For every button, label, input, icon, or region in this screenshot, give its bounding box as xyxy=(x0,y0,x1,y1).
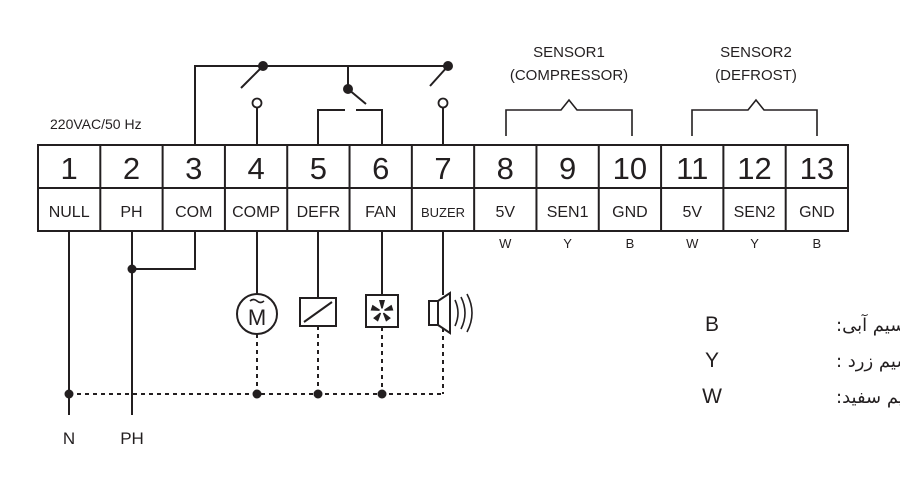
terminal-label: FAN xyxy=(365,204,396,221)
wire-color-letter: W xyxy=(499,236,512,251)
sensor2-title: SENSOR2 xyxy=(720,44,792,61)
terminal-label: SEN2 xyxy=(734,204,776,221)
supply-label: 220VAC/50 Hz xyxy=(50,116,142,132)
legend-code: Y xyxy=(705,349,719,372)
wire-color-letter: B xyxy=(626,236,635,251)
terminal-number: 13 xyxy=(800,151,834,186)
legend-code: B xyxy=(705,313,719,336)
terminal-label: COMP xyxy=(232,204,280,221)
wire-color-letter: Y xyxy=(563,236,572,251)
terminal-number: 3 xyxy=(185,151,202,186)
terminal-number: 7 xyxy=(434,151,451,186)
terminal-number: 4 xyxy=(247,151,264,186)
sensor2-brace: SENSOR2 (DEFROST) xyxy=(691,44,818,136)
legend-meaning: سیم زرد : xyxy=(836,351,900,372)
wire-color-letter: B xyxy=(813,236,822,251)
legend-code: W xyxy=(702,385,722,408)
wire-color-legend: B سیم آبی: Y سیم زرد : W سیم سفید: xyxy=(702,313,900,408)
motor-icon: M xyxy=(236,293,278,335)
terminal-number: 6 xyxy=(372,151,389,186)
buzzer-icon xyxy=(428,291,473,335)
relay-contacts xyxy=(194,61,453,145)
terminal-number: 1 xyxy=(61,151,78,186)
phase-label: PH xyxy=(120,429,144,448)
terminal-label: NULL xyxy=(49,204,90,221)
wire-color-letter: W xyxy=(686,236,699,251)
terminal-label: SEN1 xyxy=(547,204,589,221)
terminal-number: 5 xyxy=(310,151,327,186)
sensor1-title: SENSOR1 xyxy=(533,44,605,61)
terminal-label: BUZER xyxy=(421,205,465,220)
terminal-label: 5V xyxy=(496,204,516,221)
terminal-label: DEFR xyxy=(297,204,341,221)
mains-wiring xyxy=(68,231,196,415)
neutral-label: N xyxy=(63,429,75,448)
terminal-label: PH xyxy=(120,204,142,221)
sensor1-subtitle: (COMPRESSOR) xyxy=(510,67,628,84)
sensor1-brace: SENSOR1 (COMPRESSOR) xyxy=(505,44,633,136)
terminal-number: 12 xyxy=(737,151,771,186)
load-wiring xyxy=(64,231,444,399)
terminal-number: 11 xyxy=(676,151,708,186)
terminal-number: 8 xyxy=(497,151,514,186)
terminal-label: GND xyxy=(799,204,835,221)
terminal-label: GND xyxy=(612,204,648,221)
terminal-label: COM xyxy=(175,204,212,221)
sensor2-subtitle: (DEFROST) xyxy=(715,67,797,84)
legend-meaning: سیم آبی: xyxy=(836,313,900,336)
terminal-label: 5V xyxy=(682,204,702,221)
defrost-heater-icon xyxy=(299,297,337,327)
terminal-number: 9 xyxy=(559,151,576,186)
fan-icon xyxy=(365,294,399,328)
motor-symbol: M xyxy=(248,305,266,330)
terminal-number: 2 xyxy=(123,151,140,186)
terminal-number: 10 xyxy=(613,151,647,186)
wire-color-letter: Y xyxy=(750,236,759,251)
legend-meaning: سیم سفید: xyxy=(836,387,900,408)
